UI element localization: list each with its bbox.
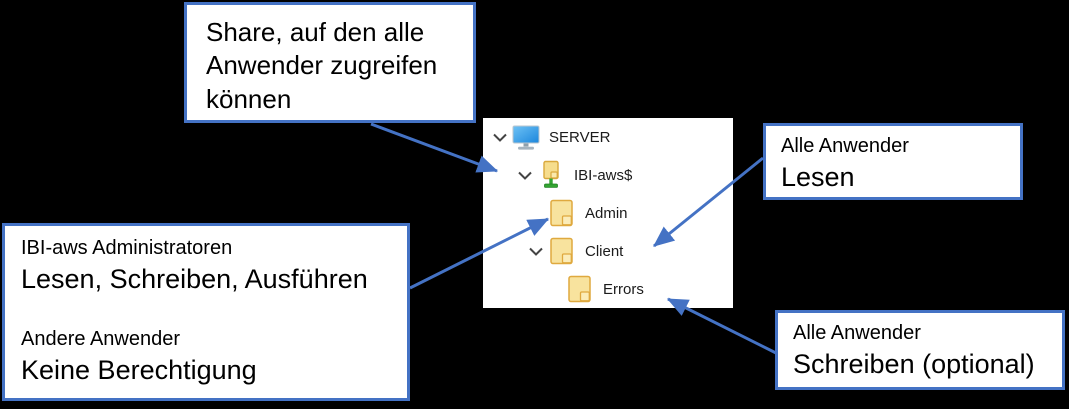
spacer	[21, 297, 391, 326]
tree-label-ibi-aws[interactable]: IBI-aws$	[574, 166, 633, 184]
folder-icon	[547, 235, 577, 267]
tree-label-client[interactable]: Client	[585, 242, 624, 260]
chevron-down-icon[interactable]	[489, 133, 511, 142]
folder-icon	[565, 273, 595, 305]
arrow-share-to-ibi-aws	[370, 122, 499, 173]
admin-group2-label: Andere Anwender	[21, 328, 181, 351]
tree-label-admin[interactable]: Admin	[585, 204, 628, 222]
tree-label-server[interactable]: SERVER	[549, 128, 611, 146]
client-permissions-label: Lesen	[781, 162, 855, 192]
admin-permissions1-label: Lesen, Schreiben, Ausführen	[21, 264, 368, 294]
chevron-down-icon[interactable]	[514, 171, 536, 180]
callout-client-permissions: Alle Anwender Lesen	[763, 123, 1023, 200]
client-group-label: Alle Anwender	[781, 135, 909, 157]
folder-tree-panel: SERVER IBI-aws$	[483, 118, 733, 308]
tree-node-admin[interactable]: Admin	[483, 194, 733, 232]
shared-folder-icon	[536, 159, 566, 191]
computer-icon	[511, 121, 541, 153]
chevron-down-icon[interactable]	[525, 247, 547, 256]
tree-label-errors[interactable]: Errors	[603, 280, 644, 298]
callout-share-description: Share, auf den alle Anwender zugreifen k…	[184, 2, 476, 123]
folder-icon	[547, 197, 577, 229]
callout-admin-permissions: IBI-aws Administratoren Lesen, Schreiben…	[2, 223, 410, 401]
callout-errors-permissions: Alle Anwender Schreiben (optional)	[775, 310, 1065, 390]
tree-node-server[interactable]: SERVER	[483, 118, 733, 156]
tree-node-ibi-aws[interactable]: IBI-aws$	[483, 156, 733, 194]
errors-group-label: Alle Anwender	[793, 322, 921, 344]
errors-permissions-label: Schreiben (optional)	[793, 349, 1035, 379]
tree-node-errors[interactable]: Errors	[483, 270, 733, 308]
tree-node-client[interactable]: Client	[483, 232, 733, 270]
admin-group1-label: IBI-aws Administratoren	[21, 237, 233, 259]
admin-permissions2-label: Keine Berechtigung	[21, 355, 257, 386]
